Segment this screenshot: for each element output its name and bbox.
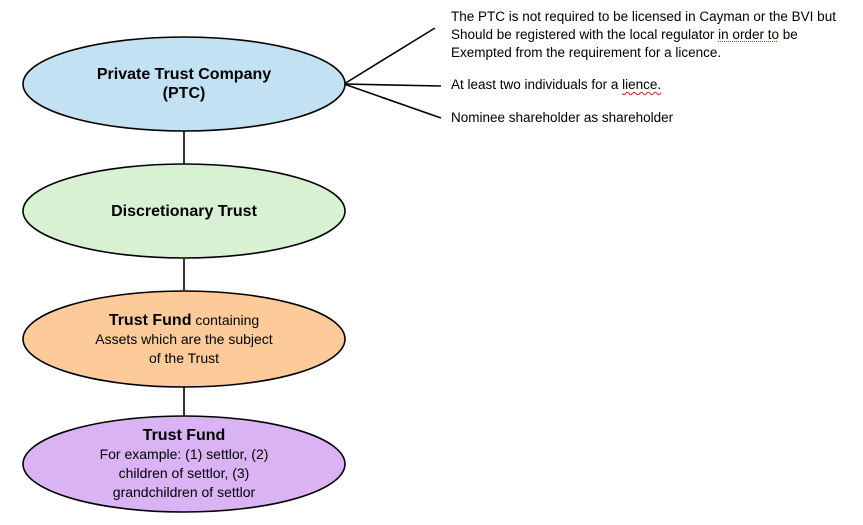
trust-fund-node: Trust Fund containing Assets which are t… bbox=[23, 291, 345, 387]
ptc-ellipse bbox=[22, 36, 346, 132]
licence-note-line2-a: Should be registered with the local regu… bbox=[451, 27, 719, 42]
licence-note-line2-c: be bbox=[778, 27, 798, 42]
licence-note-line1: The PTC is not required to be licensed i… bbox=[451, 9, 836, 24]
discretionary-trust-title: Discretionary Trust bbox=[111, 202, 257, 220]
trust-fund-title-suffix: containing bbox=[191, 311, 260, 328]
connector-ptc-to-licence-note bbox=[343, 27, 436, 85]
licence-note-line2: Should be registered with the local regu… bbox=[451, 26, 836, 44]
trust-fund-title: Trust Fund bbox=[108, 311, 192, 329]
licence-note: The PTC is not required to be licensed i… bbox=[451, 8, 836, 62]
trust-fund-line1: Trust Fund containing bbox=[109, 311, 259, 330]
licence-note-line3: Exempted from the requirement for a lice… bbox=[451, 45, 722, 60]
trust-fund-line3: of the Trust bbox=[148, 349, 220, 366]
trust-fund-line2: Assets which are the subject bbox=[95, 330, 273, 347]
trust-fund-ellipse bbox=[22, 290, 346, 388]
beneficiaries-line4: grandchildren of settlor bbox=[112, 484, 256, 500]
ptc-title-line1: Private Trust Company bbox=[96, 66, 272, 83]
discretionary-trust-node: Discretionary Trust bbox=[23, 164, 345, 258]
individuals-note: At least two individuals for a lience. bbox=[451, 76, 661, 94]
individuals-note-text-b: lience. bbox=[622, 77, 662, 92]
nominee-note: Nominee shareholder as shareholder bbox=[451, 109, 673, 127]
beneficiaries-line2: For example: (1) settlor, (2) bbox=[99, 446, 269, 462]
nominee-note-text: Nominee shareholder as shareholder bbox=[451, 110, 674, 125]
beneficiaries-line3: children of settlor, (3) bbox=[118, 465, 250, 481]
ptc-title-line2: (PTC) bbox=[162, 85, 206, 102]
beneficiaries-ellipse bbox=[22, 415, 346, 513]
connector-ptc-to-nominee-note bbox=[343, 83, 442, 119]
licence-note-line2-b: in order to bbox=[718, 27, 779, 42]
individuals-note-text-a: At least two individuals for a bbox=[451, 77, 623, 92]
discretionary-trust-ellipse bbox=[22, 163, 346, 259]
ptc-node: Private Trust Company (PTC) bbox=[23, 37, 345, 131]
beneficiaries-node: Trust Fund For example: (1) settlor, (2)… bbox=[23, 416, 345, 512]
connector-ptc-to-individuals-note bbox=[343, 83, 442, 87]
beneficiaries-title: Trust Fund bbox=[142, 427, 226, 444]
